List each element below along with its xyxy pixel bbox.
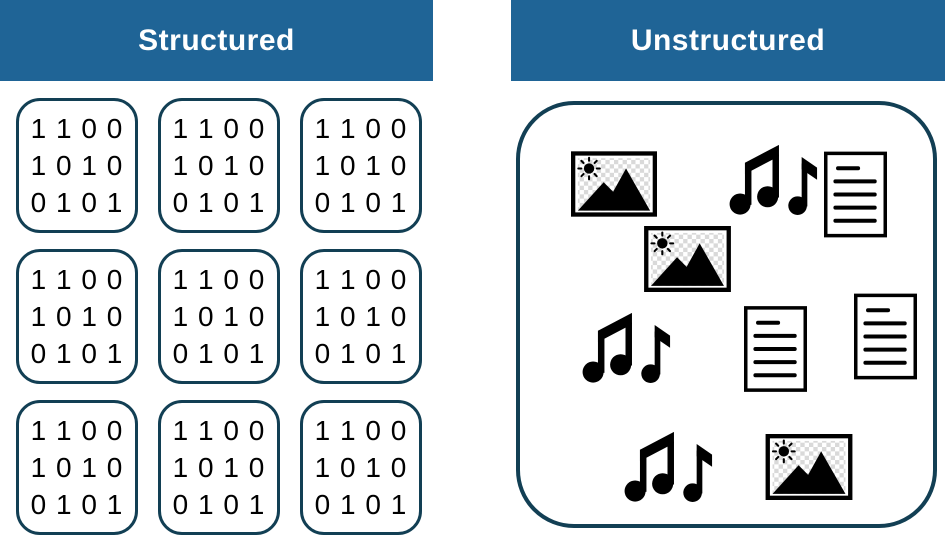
- binary-line: 1 0 1 0: [314, 150, 408, 181]
- structured-title: Structured: [138, 23, 295, 57]
- binary-line: 1 0 1 0: [30, 452, 124, 483]
- image-icon: [571, 151, 657, 217]
- music-notes-icon: [580, 304, 671, 385]
- document-icon: [824, 151, 887, 238]
- binary-line: 1 0 1 0: [314, 452, 408, 483]
- binary-tile: 1 1 0 0 1 0 1 0 0 1 0 1: [158, 249, 280, 384]
- unstructured-panel: [516, 101, 937, 528]
- binary-line: 1 1 0 0: [30, 264, 124, 295]
- binary-line: 1 1 0 0: [314, 113, 408, 144]
- binary-tile: 1 1 0 0 1 0 1 0 0 1 0 1: [16, 98, 138, 233]
- document-icon: [854, 293, 917, 380]
- binary-line: 1 1 0 0: [172, 415, 266, 446]
- binary-line: 1 0 1 0: [172, 150, 266, 181]
- binary-line: 0 1 0 1: [30, 187, 124, 218]
- structured-header: Structured: [0, 0, 433, 81]
- image-icon: [764, 434, 854, 500]
- binary-line: 0 1 0 1: [30, 489, 124, 520]
- structured-grid: 1 1 0 0 1 0 1 0 0 1 0 1 1 1 0 0 1 0 1 0 …: [16, 98, 422, 535]
- binary-tile: 1 1 0 0 1 0 1 0 0 1 0 1: [158, 98, 280, 233]
- unstructured-header: Unstructured: [511, 0, 945, 81]
- binary-tile: 1 1 0 0 1 0 1 0 0 1 0 1: [300, 249, 422, 384]
- binary-tile: 1 1 0 0 1 0 1 0 0 1 0 1: [16, 249, 138, 384]
- binary-line: 1 0 1 0: [172, 301, 266, 332]
- binary-line: 0 1 0 1: [30, 338, 124, 369]
- music-notes-icon: [727, 136, 818, 217]
- binary-tile: 1 1 0 0 1 0 1 0 0 1 0 1: [300, 400, 422, 535]
- binary-line: 1 1 0 0: [314, 415, 408, 446]
- binary-tile: 1 1 0 0 1 0 1 0 0 1 0 1: [300, 98, 422, 233]
- binary-line: 0 1 0 1: [172, 187, 266, 218]
- binary-tile: 1 1 0 0 1 0 1 0 0 1 0 1: [16, 400, 138, 535]
- binary-line: 1 0 1 0: [30, 301, 124, 332]
- binary-line: 1 0 1 0: [30, 150, 124, 181]
- unstructured-title: Unstructured: [630, 23, 826, 57]
- document-icon: [744, 305, 807, 393]
- binary-line: 0 1 0 1: [314, 489, 408, 520]
- binary-line: 0 1 0 1: [314, 338, 408, 369]
- binary-line: 1 0 1 0: [172, 452, 266, 483]
- binary-line: 0 1 0 1: [172, 338, 266, 369]
- image-icon: [644, 226, 731, 292]
- music-notes-icon: [622, 423, 713, 504]
- binary-line: 0 1 0 1: [172, 489, 266, 520]
- binary-line: 0 1 0 1: [314, 187, 408, 218]
- binary-line: 1 0 1 0: [314, 301, 408, 332]
- binary-tile: 1 1 0 0 1 0 1 0 0 1 0 1: [158, 400, 280, 535]
- binary-line: 1 1 0 0: [314, 264, 408, 295]
- binary-line: 1 1 0 0: [30, 415, 124, 446]
- binary-line: 1 1 0 0: [172, 113, 266, 144]
- binary-line: 1 1 0 0: [30, 113, 124, 144]
- binary-line: 1 1 0 0: [172, 264, 266, 295]
